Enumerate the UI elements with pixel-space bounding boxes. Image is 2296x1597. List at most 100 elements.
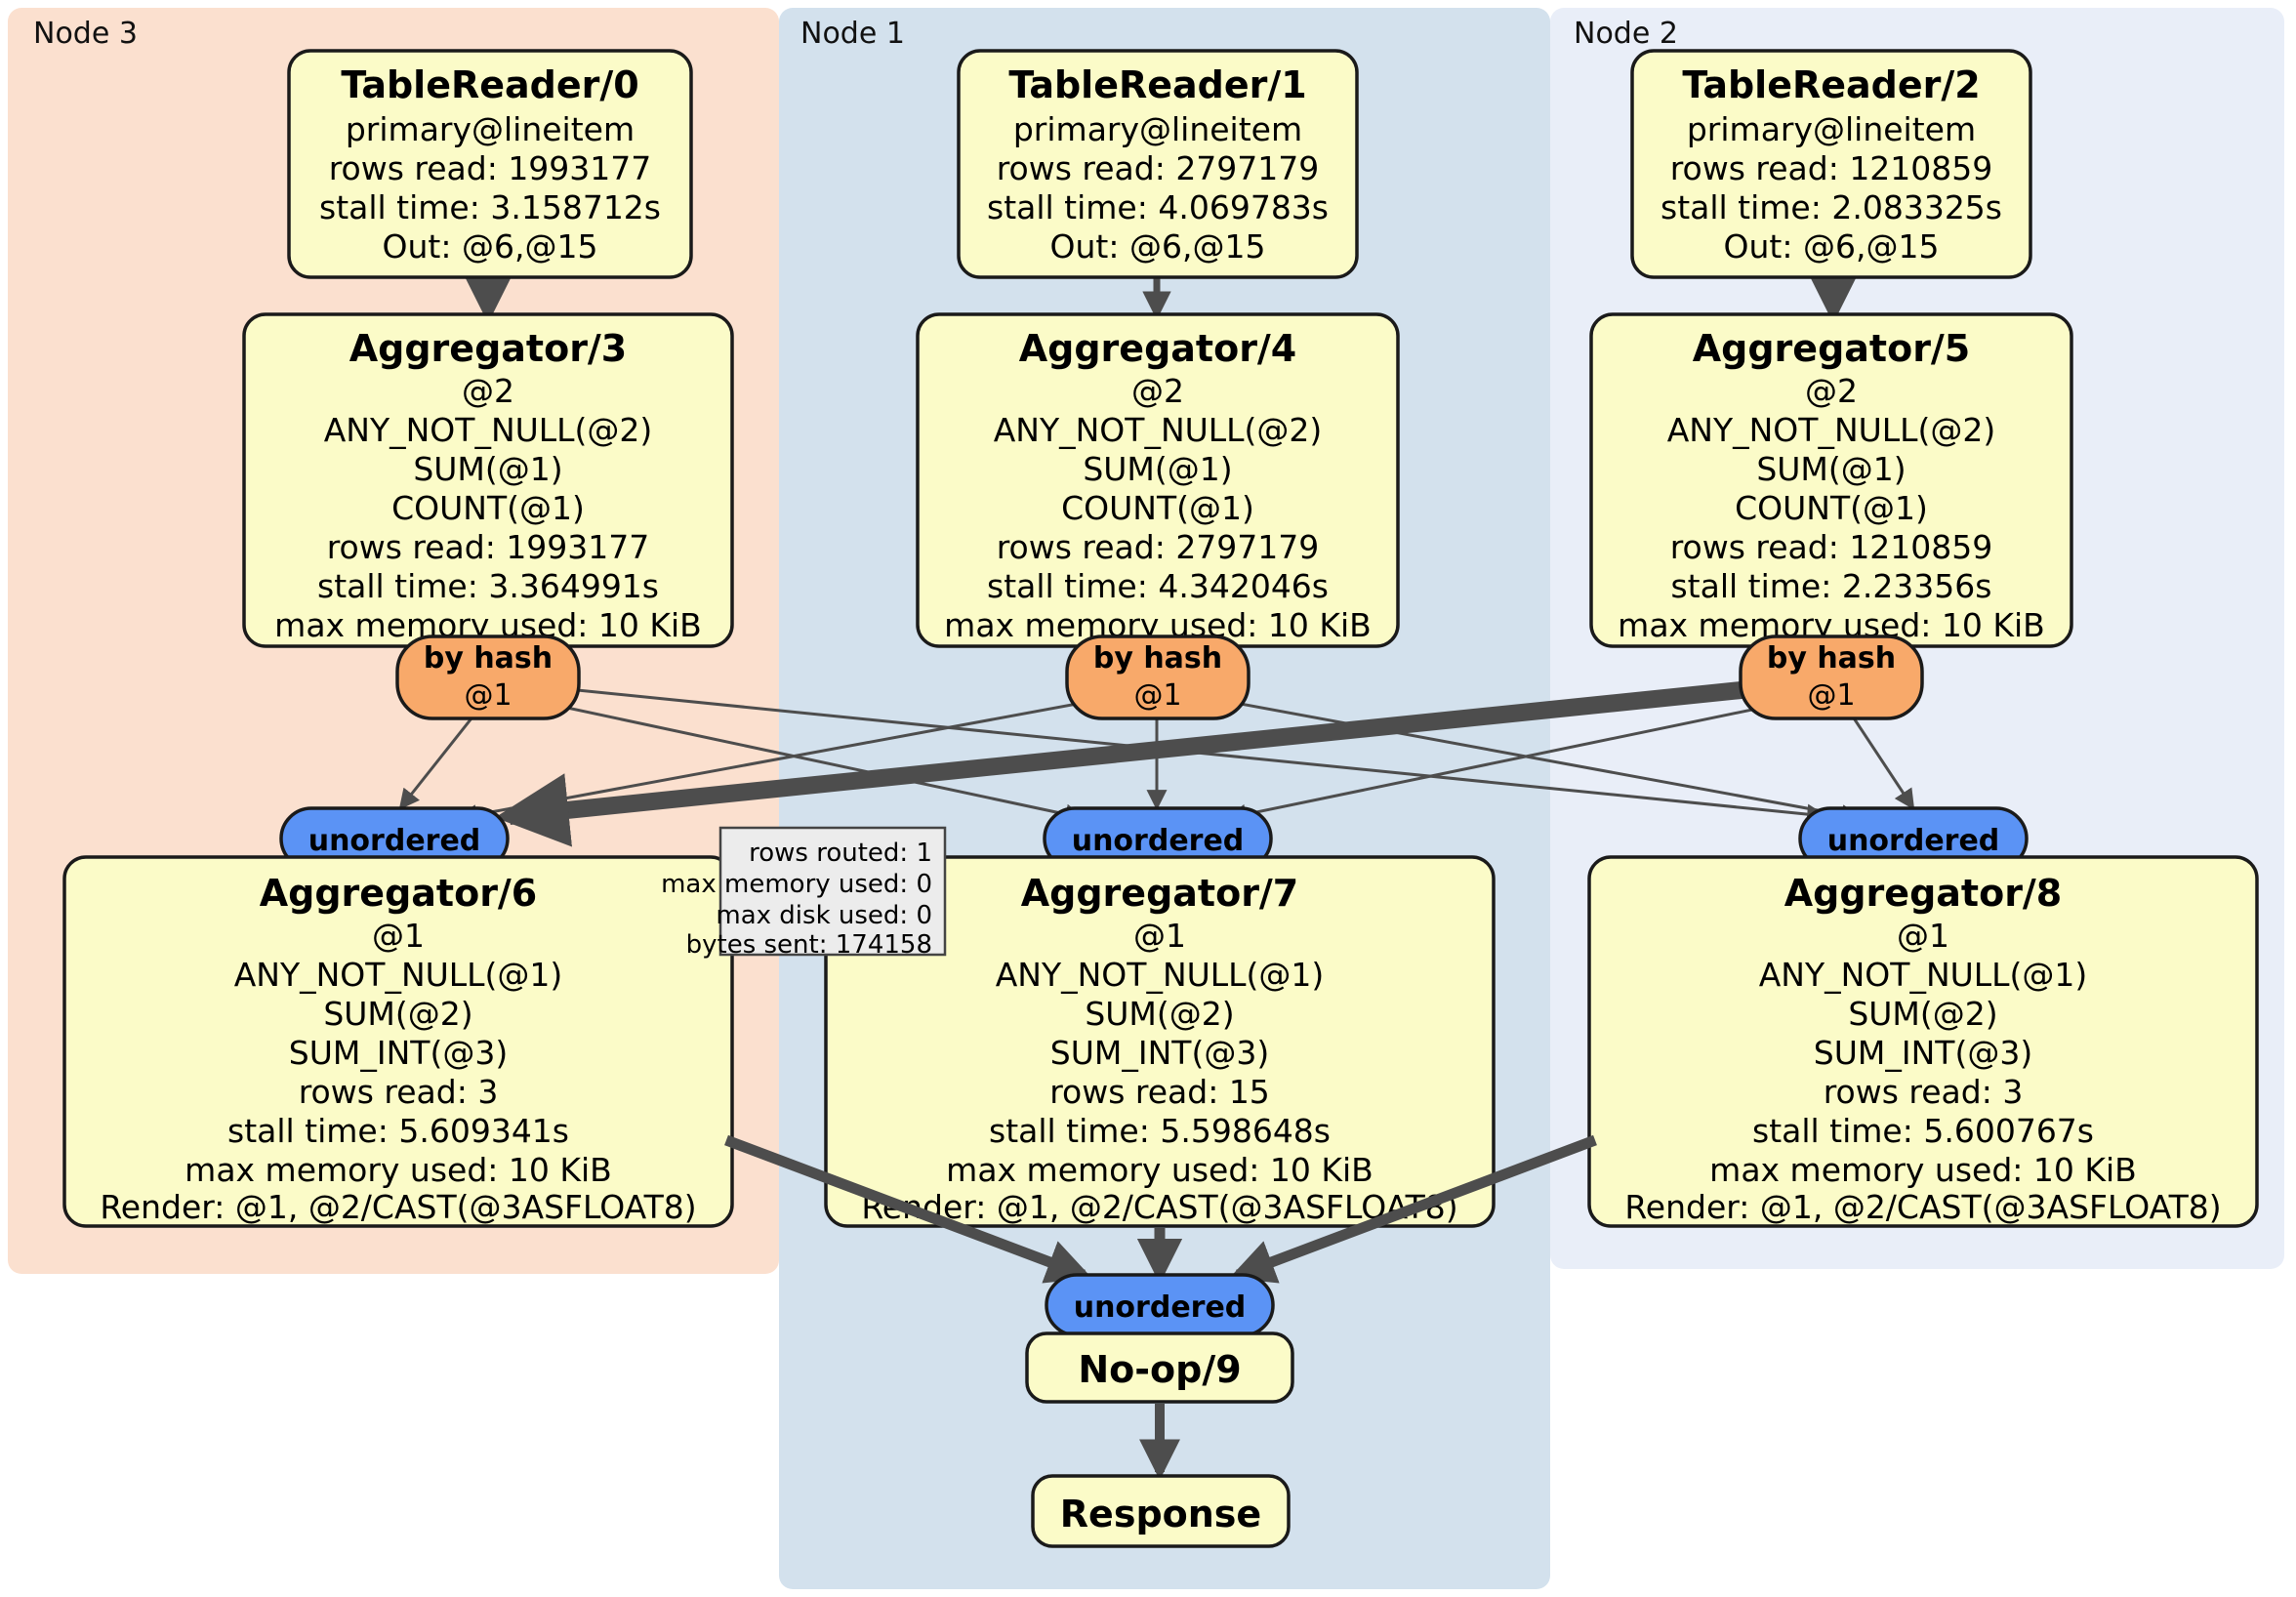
router-stats-line-1: max memory used: 0 [661,870,932,899]
aggregator-3-line-2: SUM(@1) [413,450,562,488]
node-panel-1-label: Node 1 [800,17,905,51]
tablereader-0-line-0: primary@lineitem [346,110,635,148]
aggregator-3-line-5: stall time: 3.364991s [317,567,659,605]
router-stats-tooltip: rows routed: 1 max memory used: 0 max di… [661,826,947,960]
tablereader-2-line-2: stall time: 2.083325s [1660,188,2002,226]
aggregator-6-line-1: ANY_NOT_NULL(@1) [234,956,563,994]
node-panel-2-label: Node 2 [1574,17,1678,51]
tablereader-1-title: TableReader/1 [1008,63,1306,106]
aggregator-5-line-4: rows read: 1210859 [1670,528,1993,566]
tablereader-1-line-3: Out: @6,@15 [1050,227,1266,266]
aggregator-4-line-1: ANY_NOT_NULL(@2) [994,411,1323,449]
aggregator-7-node[interactable]: Aggregator/7 @1 ANY_NOT_NULL(@1) SUM(@2)… [824,855,1496,1228]
response-node[interactable]: Response [1031,1474,1291,1548]
tablereader-0-line-2: stall time: 3.158712s [319,188,661,226]
tablereader-1-node[interactable]: TableReader/1 primary@lineitem rows read… [957,49,1359,279]
noop-9-node[interactable]: No-op/9 [1025,1331,1294,1404]
hash-router-0-title: by hash [424,641,553,676]
aggregator-5-line-1: ANY_NOT_NULL(@2) [1667,411,1996,449]
aggregator-8-line-0: @1 [1897,917,1949,955]
hash-router-0[interactable]: by hash @1 [395,635,581,720]
hash-router-1-sub: @1 [1133,678,1181,713]
tablereader-2-line-0: primary@lineitem [1687,110,1976,148]
aggregator-7-line-7: Render: @1, @2/CAST(@3ASFLOAT8) [861,1188,1457,1226]
aggregator-4-line-5: stall time: 4.342046s [987,567,1329,605]
aggregator-4-title: Aggregator/4 [1019,327,1297,370]
aggregator-8-line-3: SUM_INT(@3) [1814,1034,2032,1072]
tablereader-2-node[interactable]: TableReader/2 primary@lineitem rows read… [1630,49,2032,279]
aggregator-5-line-0: @2 [1805,372,1858,410]
aggregator-3-line-4: rows read: 1993177 [327,528,650,566]
aggregator-3-line-3: COUNT(@1) [391,489,585,527]
aggregator-8-line-6: max memory used: 10 KiB [1709,1151,2137,1189]
aggregator-7-line-0: @1 [1133,917,1186,955]
aggregator-3-line-1: ANY_NOT_NULL(@2) [324,411,653,449]
aggregator-6-title: Aggregator/6 [260,872,538,915]
aggregator-6-line-4: rows read: 3 [299,1073,499,1111]
tablereader-0-node[interactable]: TableReader/0 primary@lineitem rows read… [287,49,693,279]
edge-hashC-unorderedB [1225,697,1805,825]
edge-agg8-final [1229,1134,1597,1284]
tablereader-2-title: TableReader/2 [1682,63,1980,106]
noop-9-title: No-op/9 [1078,1348,1241,1391]
unordered-stream-final-label: unordered [1074,1290,1247,1325]
tablereader-0-line-1: rows read: 1993177 [329,149,652,187]
aggregator-6-line-6: max memory used: 10 KiB [184,1151,612,1189]
unordered-stream-1-label: unordered [1072,824,1245,858]
aggregator-8-line-5: stall time: 5.600767s [1752,1112,2094,1150]
router-stats-line-2: max disk used: 0 [716,901,932,930]
aggregator-5-node[interactable]: Aggregator/5 @2 ANY_NOT_NULL(@2) SUM(@1)… [1589,312,2073,648]
tablereader-0-title: TableReader/0 [341,63,638,106]
edges-reader-to-agg [465,278,1857,324]
aggregator-4-line-2: SUM(@1) [1083,450,1232,488]
aggregator-6-line-0: @1 [372,917,425,955]
response-title: Response [1060,1493,1261,1536]
aggregator-4-line-3: COUNT(@1) [1061,489,1254,527]
unordered-stream-final[interactable]: unordered [1045,1273,1275,1337]
aggregator-5-line-5: stall time: 2.23356s [1670,567,1991,605]
tablereader-1-line-1: rows read: 2797179 [997,149,1320,187]
unordered-stream-0-label: unordered [308,824,481,858]
aggregator-8-line-7: Render: @1, @2/CAST(@3ASFLOAT8) [1624,1188,2221,1226]
aggregator-5-title: Aggregator/5 [1693,327,1971,370]
edge-hashA-unorderedA [398,704,484,810]
aggregator-6-line-5: stall time: 5.609341s [227,1112,569,1150]
aggregator-6-node[interactable]: Aggregator/6 @1 ANY_NOT_NULL(@1) SUM(@2)… [62,855,734,1228]
aggregator-8-line-4: rows read: 3 [1824,1073,2024,1111]
router-stats-line-0: rows routed: 1 [749,839,932,868]
aggregator-8-line-1: ANY_NOT_NULL(@1) [1759,956,2088,994]
aggregator-8-title: Aggregator/8 [1784,872,2063,915]
aggregator-6-line-2: SUM(@2) [323,995,472,1033]
aggregator-7-line-2: SUM(@2) [1085,995,1234,1033]
edge-agg6-final [724,1134,1092,1284]
aggregator-6-line-3: SUM_INT(@3) [289,1034,508,1072]
aggregator-7-line-6: max memory used: 10 KiB [946,1151,1374,1189]
aggregator-7-line-5: stall time: 5.598648s [989,1112,1331,1150]
tablereader-2-line-3: Out: @6,@15 [1724,227,1940,266]
aggregator-3-node[interactable]: Aggregator/3 @2 ANY_NOT_NULL(@2) SUM(@1)… [242,312,734,648]
aggregator-6-line-7: Render: @1, @2/CAST(@3ASFLOAT8) [100,1188,696,1226]
tablereader-1-line-0: primary@lineitem [1013,110,1302,148]
hash-router-1[interactable]: by hash @1 [1065,635,1250,720]
hash-router-2[interactable]: by hash @1 [1739,635,1924,720]
unordered-stream-2-label: unordered [1827,824,2000,858]
aggregator-7-line-3: SUM_INT(@3) [1050,1034,1269,1072]
edge-hashC-unorderedA-thick [494,675,1809,847]
aggregator-4-line-0: @2 [1131,372,1184,410]
unordered-stream-1[interactable]: unordered [1043,806,1273,871]
tablereader-0-line-3: Out: @6,@15 [383,227,598,266]
aggregator-7-title: Aggregator/7 [1021,872,1299,915]
tablereader-1-line-2: stall time: 4.069783s [987,188,1329,226]
aggregator-5-line-3: COUNT(@1) [1735,489,1928,527]
router-stats-line-3: bytes sent: 174158 [686,930,932,960]
aggregator-4-node[interactable]: Aggregator/4 @2 ANY_NOT_NULL(@2) SUM(@1)… [916,312,1400,648]
aggregator-4-line-4: rows read: 2797179 [997,528,1320,566]
aggregator-3-title: Aggregator/3 [349,327,628,370]
hash-router-2-sub: @1 [1807,678,1855,713]
edges-hash-to-unordered [398,675,1915,847]
node-panel-3-label: Node 3 [33,17,138,51]
aggregator-8-node[interactable]: Aggregator/8 @1 ANY_NOT_NULL(@1) SUM(@2)… [1587,855,2259,1228]
aggregator-5-line-2: SUM(@1) [1756,450,1906,488]
